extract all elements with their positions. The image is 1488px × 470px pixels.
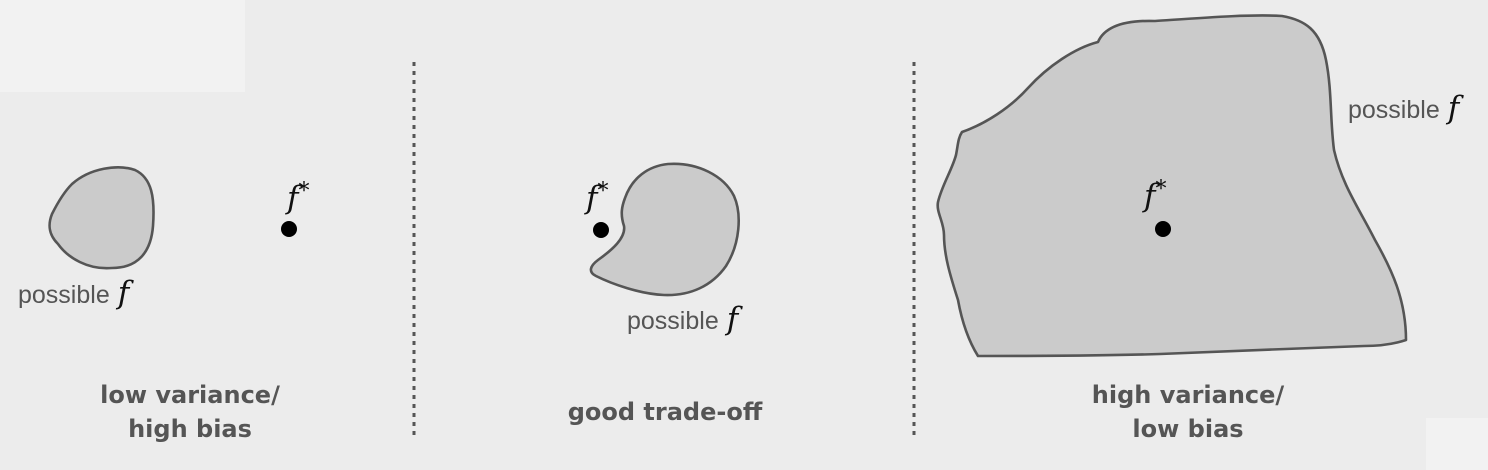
caption-line-1: good trade-off [568, 398, 763, 426]
target-dot [1155, 221, 1171, 237]
possible-region-small [48, 166, 155, 270]
possible-region-large [936, 14, 1408, 358]
caption-line-2: high bias [128, 415, 252, 443]
caption-line-1: high variance/ [1092, 381, 1285, 409]
target-label: f* [285, 179, 309, 216]
target-dot [593, 222, 609, 238]
corner-panel [0, 0, 245, 92]
target-dot [281, 221, 297, 237]
possible-region-medium [589, 162, 740, 297]
target-label: f* [584, 179, 608, 216]
corner-panel-bottom [1426, 418, 1488, 470]
caption-line-1: low variance/ [100, 381, 280, 409]
caption-line-2: low bias [1132, 415, 1243, 443]
